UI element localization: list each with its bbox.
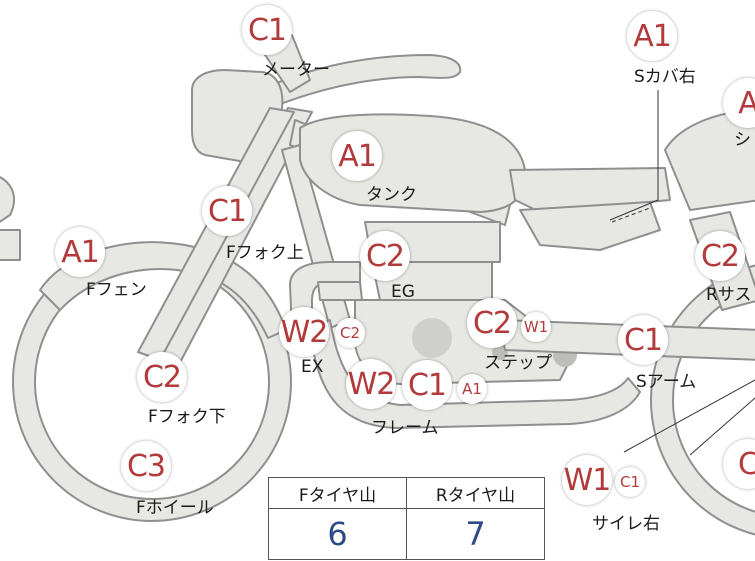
label-frame: フレーム	[371, 418, 439, 438]
label-silencer-right: サイレ右	[592, 514, 660, 534]
code-badge-s-arm: C1	[618, 315, 668, 365]
code-badge-f-fender: A1	[55, 227, 105, 277]
value-front-tire-tread: 6	[268, 508, 407, 560]
tire-tread-table: Fタイヤ山 Rタイヤ山 6 7	[268, 477, 545, 560]
handlebar-shape	[249, 54, 462, 109]
code-badge-f-fork-lower: C2	[137, 352, 187, 402]
code-badge-r-suspension: C2	[695, 231, 745, 281]
label-s-arm: Sアーム	[636, 372, 697, 392]
code-badge-silencer-right-2: C1	[615, 467, 645, 497]
label-tank: タンク	[366, 185, 417, 205]
code-badge-exhaust-1: W2	[279, 307, 329, 357]
label-s-cover-right: Sカバ右	[634, 67, 696, 87]
label-f-fender: Fフェン	[86, 280, 147, 300]
code-badge-silencer-right-1: W1	[562, 455, 612, 505]
code-badge-step-1: C2	[467, 298, 517, 348]
code-badge-seat: A	[723, 78, 755, 128]
code-badge-exhaust-2: C2	[335, 318, 365, 348]
code-badge-s-cover-right: A1	[627, 11, 677, 61]
code-badge-frame-2: C1	[402, 360, 452, 410]
code-badge-step-2: W1	[521, 312, 551, 342]
label-f-fork-upper: Fフォク上	[226, 243, 304, 263]
header-rear-tire-tread: Rタイヤ山	[406, 477, 545, 509]
code-badge-meter: C1	[242, 5, 292, 55]
code-badge-engine: C2	[360, 231, 410, 281]
label-seat: シ	[734, 130, 751, 150]
label-exhaust: EX	[301, 357, 324, 377]
code-badge-f-fork-upper: C1	[202, 186, 252, 236]
code-badge-tank: A1	[332, 131, 382, 181]
code-badge-frame-1: W2	[346, 359, 396, 409]
label-meter: メーター	[262, 60, 330, 80]
code-badge-frame-3: A1	[457, 374, 487, 404]
code-badge-f-wheel: C3	[121, 441, 171, 491]
label-r-suspension: Rサス	[706, 285, 752, 305]
label-f-fork-lower: Fフォク下	[148, 407, 226, 427]
label-step: ステップ	[484, 353, 552, 373]
header-front-tire-tread: Fタイヤ山	[268, 477, 407, 509]
side-cover-shape	[519, 201, 661, 251]
value-rear-tire-tread: 7	[406, 508, 545, 560]
label-engine: EG	[391, 282, 415, 302]
label-f-wheel: Fホイール	[136, 498, 214, 518]
